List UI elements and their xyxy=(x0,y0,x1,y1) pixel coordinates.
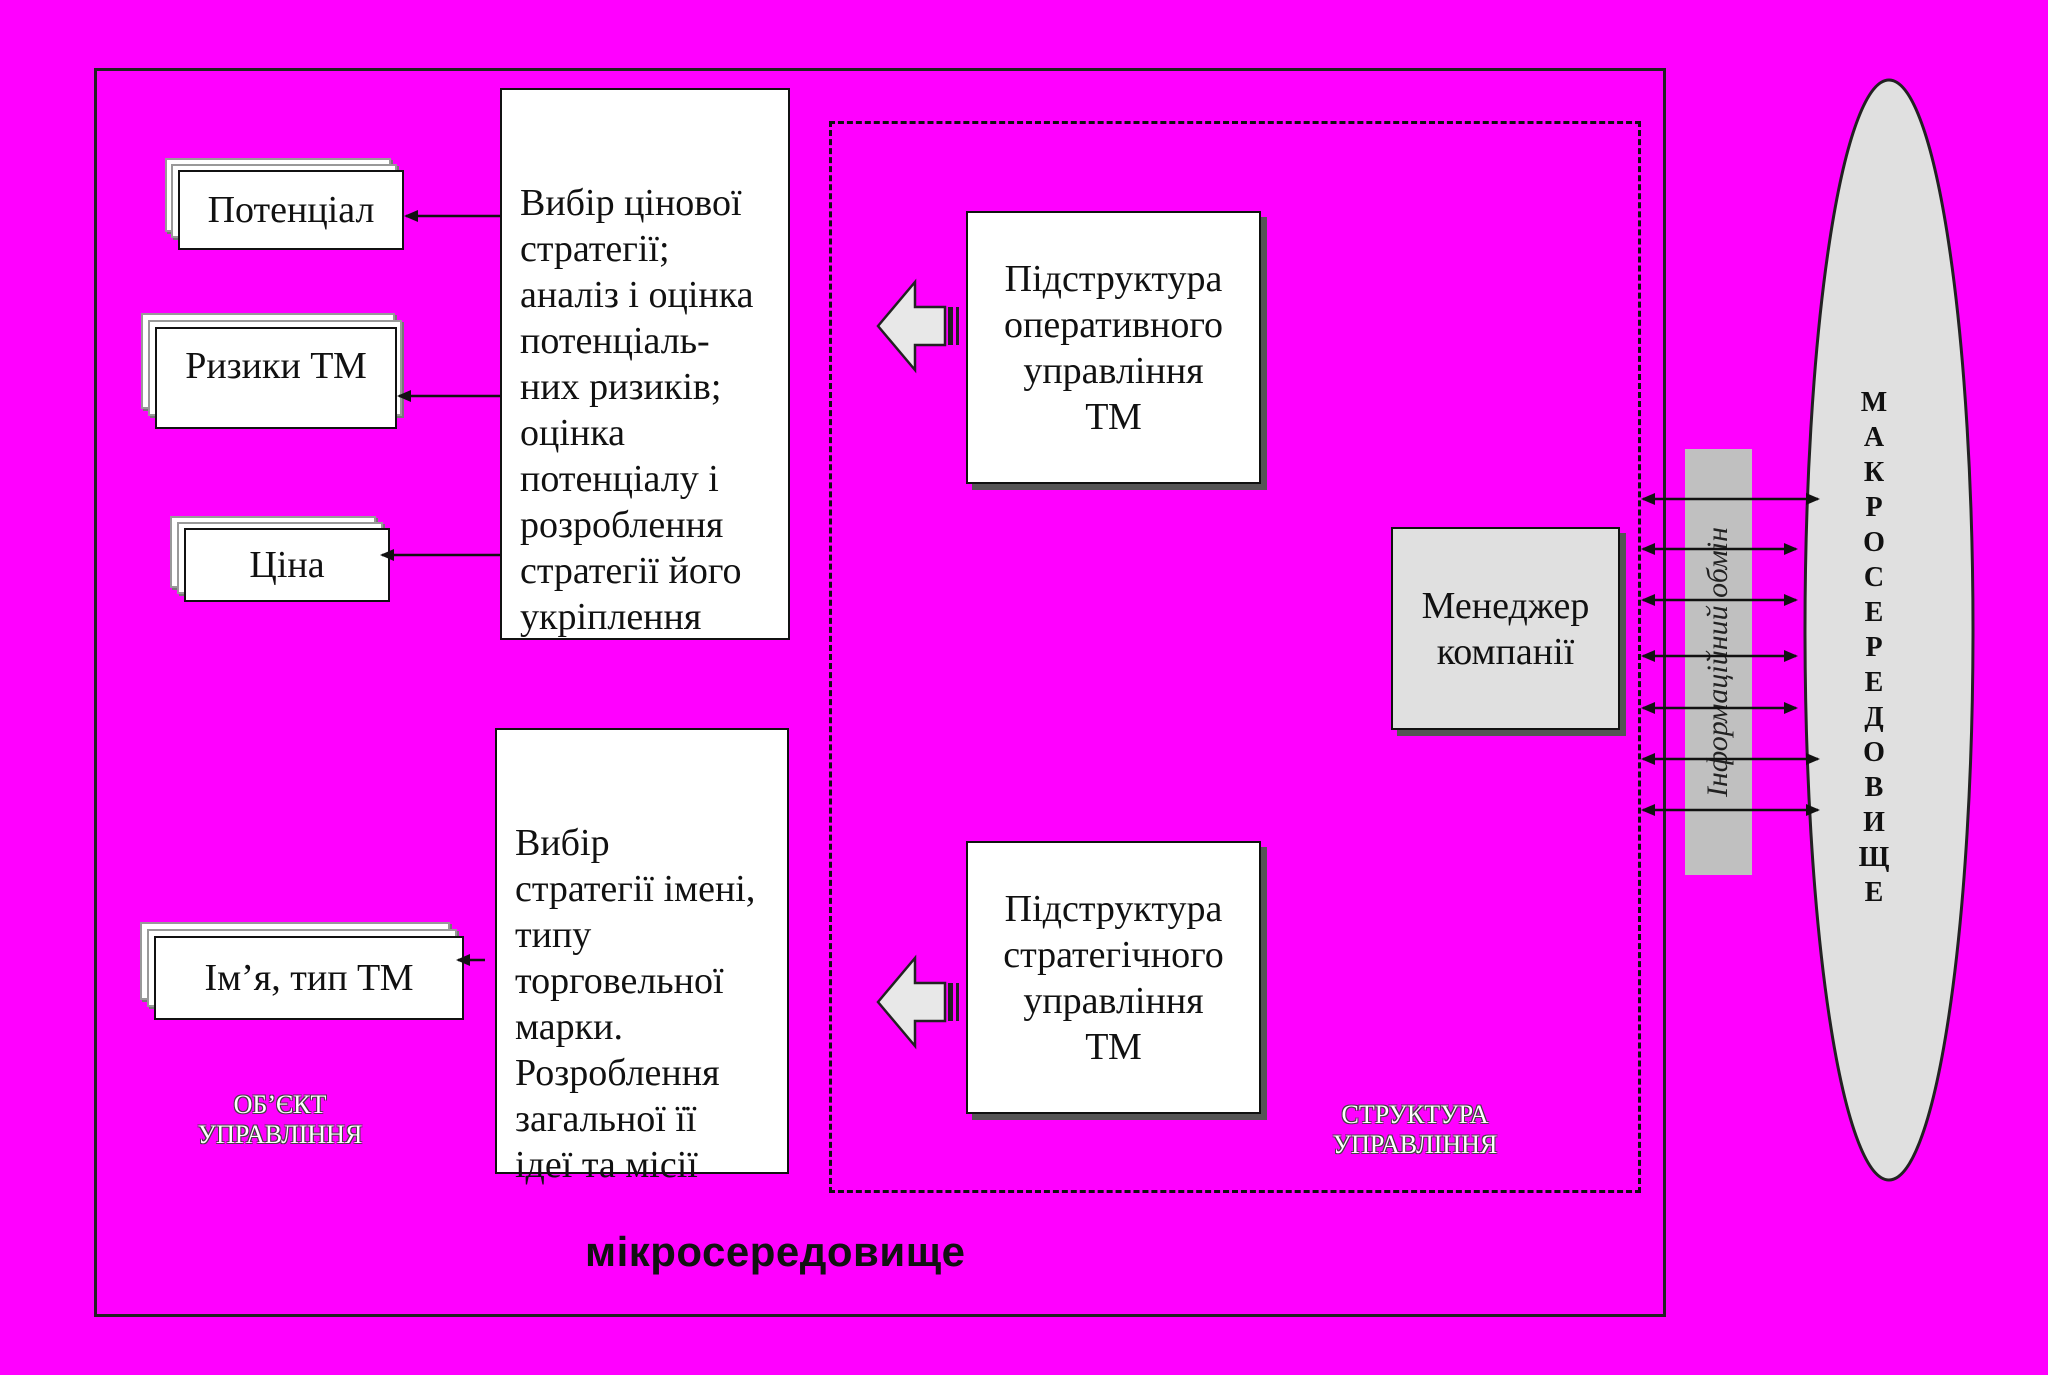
price-box: Ціна xyxy=(184,528,390,602)
macro-letter: А xyxy=(1863,422,1885,453)
macro-letter: Р xyxy=(1865,492,1883,523)
block-arrow-operational xyxy=(876,278,959,374)
management-structure-frame xyxy=(829,121,1641,1193)
macro-letter: Е xyxy=(1864,877,1884,908)
macro-letter: Е xyxy=(1864,597,1884,628)
potential-label: Потенціал xyxy=(207,189,375,231)
object-label: ОБ’ЄКТ УПРАВЛІННЯ xyxy=(197,1090,363,1149)
macro-letter: К xyxy=(1863,457,1885,488)
microenvironment-frame xyxy=(94,68,1666,1317)
macro-letter: И xyxy=(1863,807,1885,838)
block-arrow-strategic xyxy=(876,954,959,1050)
potential-box: Потенціал xyxy=(178,170,404,250)
risks-box: Ризики ТМ xyxy=(155,327,397,429)
operational-substructure-label: Підструктура оперативного управління ТМ xyxy=(1004,257,1223,438)
macro-letter: Р xyxy=(1865,632,1883,663)
macroenvironment-ellipse xyxy=(1803,78,1975,1182)
strategy-top-text: Вибір цінової стратегії; аналіз і оцінка… xyxy=(520,182,754,638)
macro-letter: В xyxy=(1864,772,1884,803)
strategy-bottom-text: Вибір стратегії імені, типу торговельної… xyxy=(515,822,756,1186)
macro-letter: Щ xyxy=(1858,842,1890,873)
manager-label: Менеджер компанії xyxy=(1421,584,1590,673)
macro-letter: М xyxy=(1860,387,1888,418)
strategy-box-bottom: Вибір стратегії імені, типу торговельної… xyxy=(495,728,789,1186)
name-type-label: Ім’я, тип ТМ xyxy=(204,957,414,999)
operational-substructure-box: Підструктура оперативного управління ТМ xyxy=(966,211,1261,484)
structure-label: СТРУКТУРА УПРАВЛІННЯ xyxy=(1332,1100,1498,1159)
risks-label: Ризики ТМ xyxy=(185,345,367,387)
name-type-box: Ім’я, тип ТМ xyxy=(154,936,464,1020)
macro-letter: С xyxy=(1863,562,1885,593)
macro-letter: Е xyxy=(1864,667,1884,698)
strategic-substructure-label: Підструктура стратегічного управління ТМ xyxy=(1003,887,1224,1068)
microenvironment-label: мікросередовище xyxy=(585,1228,966,1275)
manager-box: Менеджер компанії xyxy=(1391,527,1620,730)
strategy-box-top: Вибір цінової стратегії; аналіз і оцінка… xyxy=(500,88,790,640)
macro-letter: О xyxy=(1863,737,1885,768)
macro-letter: О xyxy=(1863,527,1885,558)
strategic-substructure-box: Підструктура стратегічного управління ТМ xyxy=(966,841,1261,1114)
macro-letter: Д xyxy=(1864,702,1884,733)
price-label: Ціна xyxy=(249,544,325,586)
